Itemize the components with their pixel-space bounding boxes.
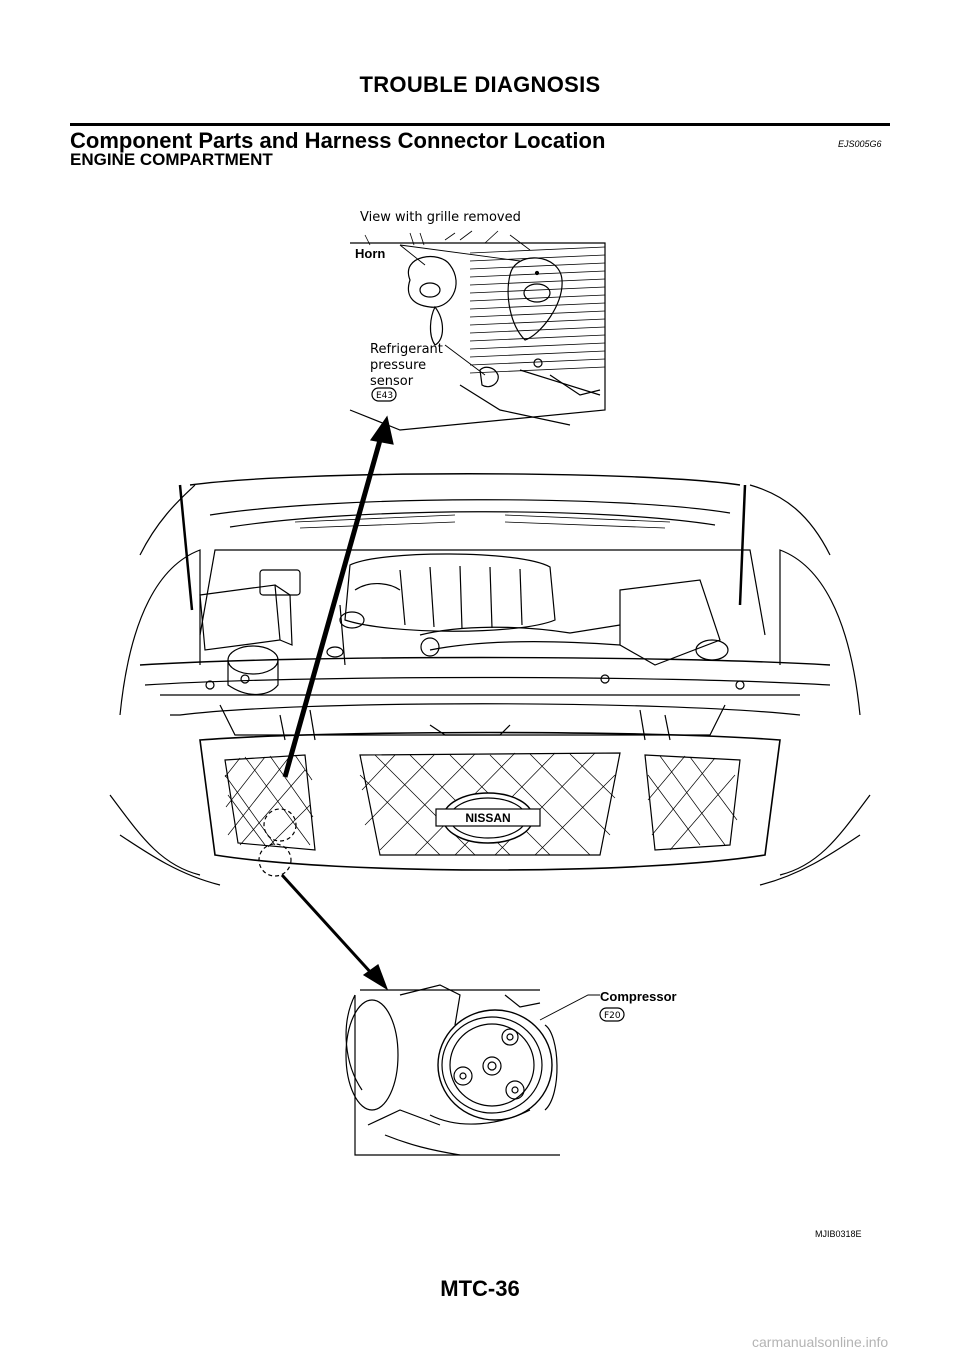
bottom-inset-illustration: Compressor F20 (345, 984, 677, 1156)
section-title: Component Parts and Harness Connector Lo… (70, 128, 606, 153)
battery-illustration (199, 569, 301, 651)
compressor-label: Compressor (600, 989, 677, 1004)
connector-f20-badge (599, 1007, 625, 1022)
sensor-location-marker (263, 808, 297, 842)
arrow-to-top-inset (282, 415, 394, 778)
top-inset-illustration: View with grille removed (349, 210, 606, 431)
sensor-label-line-3: sensor (370, 374, 414, 389)
header-rule (70, 123, 890, 126)
page-header-title: TROUBLE DIAGNOSIS (359, 72, 601, 97)
air-cleaner-box (619, 579, 721, 666)
subsection-title: ENGINE COMPARTMENT (70, 150, 273, 169)
grille-badge-text: NISSAN (465, 811, 510, 825)
connector-e43-badge (371, 387, 397, 402)
view-note: View with grille removed (360, 210, 521, 225)
section-code: EJS005G6 (838, 139, 882, 149)
page-number: MTC-36 (440, 1276, 520, 1301)
vehicle-front-illustration (109, 473, 871, 886)
connector-e43: E43 (376, 391, 393, 401)
compressor-illustration (437, 1009, 558, 1121)
engine-illustration (326, 553, 621, 666)
horn-label: Horn (355, 246, 385, 261)
horn-illustration (407, 256, 563, 346)
figure-id: MJIB0318E (815, 1229, 862, 1239)
radiator-fins (469, 246, 606, 374)
compressor-location-marker (258, 843, 292, 877)
refrigerant-pressure-sensor-illustration (459, 358, 601, 426)
sensor-label-line-2: pressure (370, 358, 426, 373)
sensor-label-line-1: Refrigerant (370, 342, 443, 357)
engine-compartment-figure: View with grille removed (100, 195, 880, 1265)
arrow-to-bottom-inset (280, 873, 389, 991)
watermark: carmanualsonline.info (752, 1334, 889, 1350)
front-grille-illustration: NISSAN (199, 731, 781, 871)
connector-f20: F20 (604, 1011, 621, 1021)
